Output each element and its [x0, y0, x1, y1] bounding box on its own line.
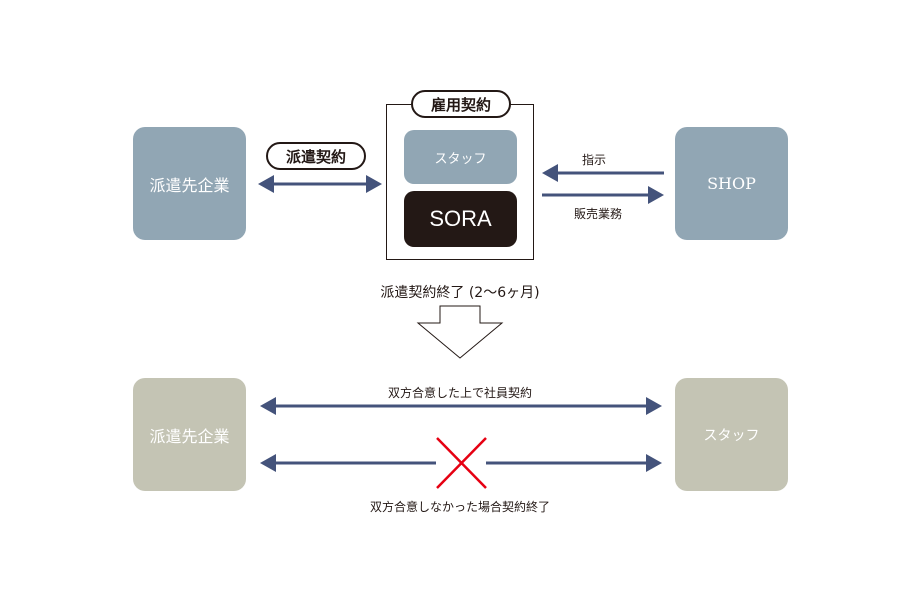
instruction-label: 指示	[582, 153, 607, 167]
staff-box: スタッフ	[404, 130, 517, 184]
staff-label-bottom: スタッフ	[703, 427, 760, 444]
staff-box-bottom: スタッフ	[675, 378, 788, 491]
client-company-label: 派遣先企業	[149, 175, 230, 195]
shop-label: SHOP	[707, 174, 756, 193]
employment-contract-pill: 雇用契約	[411, 90, 511, 118]
employment-contract-label: 雇用契約	[430, 95, 491, 114]
dispatch-contract-pill: 派遣契約	[266, 142, 366, 170]
sora-label: SORA	[429, 206, 492, 231]
client-company-label-bottom: 派遣先企業	[149, 426, 230, 446]
disagree-label: 双方合意しなかった場合契約終了	[369, 500, 550, 514]
sora-box: SORA	[404, 191, 517, 247]
cross-icon	[436, 437, 487, 489]
dispatch-contract-arrow	[258, 175, 382, 193]
shop-box: SHOP	[675, 127, 788, 240]
transition-down-arrow	[416, 305, 504, 359]
sales-work-label: 販売業務	[574, 207, 623, 221]
transition-label: 派遣契約終了 (2〜6ヶ月)	[380, 285, 540, 301]
disagree-arrow	[260, 454, 662, 472]
agree-arrow	[260, 397, 662, 415]
instruction-arrow	[542, 164, 664, 182]
staff-label: スタッフ	[434, 151, 487, 167]
client-company-box: 派遣先企業	[133, 127, 246, 240]
client-company-box-bottom: 派遣先企業	[133, 378, 246, 491]
dispatch-contract-label: 派遣契約	[285, 147, 346, 166]
agree-label: 双方合意した上で社員契約	[387, 386, 532, 400]
sales-work-arrow	[542, 186, 664, 204]
